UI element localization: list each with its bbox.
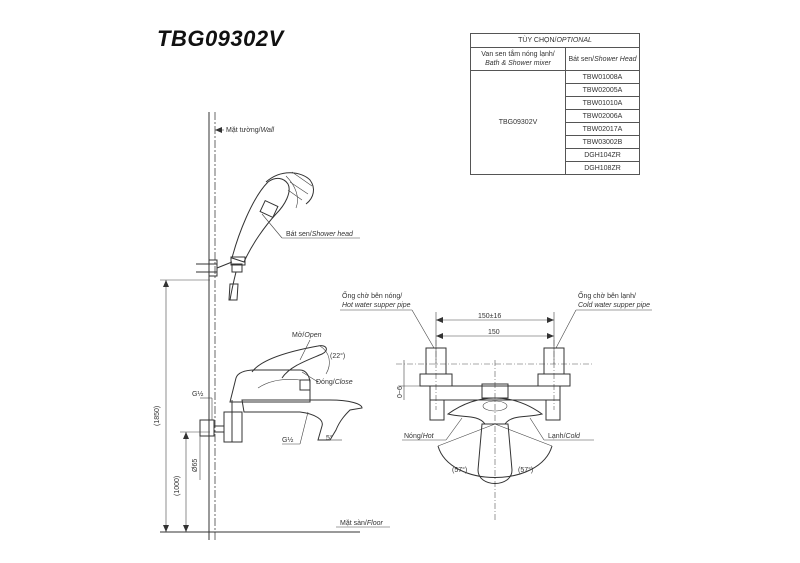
lever-cap <box>482 400 508 412</box>
col-mixer-en: Bath & Shower mixer <box>485 60 551 67</box>
table-row: TBG09302V TBW01008A <box>470 70 640 175</box>
table-row: DGH108ZR <box>471 161 640 175</box>
cold-leader-d <box>529 417 545 441</box>
angle-right-label: (57°) <box>518 466 533 474</box>
side-view: Mặt tường/Wall Bát sen/Shower head <box>154 112 390 540</box>
angle-left-label: (57°) <box>452 466 467 474</box>
hot-leader-d <box>445 417 463 441</box>
shower-head <box>230 171 314 266</box>
hot-pipe-label-vi: Ống chờ bên nóng/ <box>342 290 402 300</box>
arc-left-ray <box>437 423 496 447</box>
hot-pipe-leader-d <box>411 309 435 349</box>
shower-head-label: Bát sen/Shower head <box>286 231 354 238</box>
mixer-side <box>199 345 363 443</box>
model-title: TBG09302V <box>157 26 284 51</box>
floor-label: Mặt sàn/Floor <box>340 520 383 527</box>
table-header-en: OPTIONAL <box>556 37 592 44</box>
arc-right-ray <box>494 423 553 447</box>
mixer-body-front <box>429 385 561 401</box>
open-arc <box>319 345 330 375</box>
mixer-model-cell: TBG09302V <box>470 70 566 175</box>
head-leader <box>261 213 283 239</box>
open-label: Mở/Open <box>292 331 322 339</box>
col-head-vi: Bát sen/ <box>568 55 595 63</box>
cold-pipe-label-vi: Ống chờ bên lạnh/ <box>578 290 636 300</box>
close-leader <box>301 371 319 383</box>
holder-bracket <box>196 259 243 277</box>
thread-top-label: G½ <box>192 390 203 398</box>
thread-bottom-leader-v <box>299 411 309 445</box>
cold-stub <box>545 399 561 421</box>
hot-stub <box>429 399 445 421</box>
cold-pipe-label-en: Cold water supper pipe <box>578 302 650 309</box>
col-mixer-header: Van sen tắm nóng lạnh/Bath & Shower mixe… <box>470 47 566 71</box>
close-label: Đóng/Close <box>316 379 353 386</box>
optional-table: TÙY CHỌN/OPTIONAL Van sen tắm nóng lạnh/… <box>470 33 640 175</box>
lever-front <box>446 397 544 425</box>
dim-total-label: (1850) <box>154 406 161 426</box>
wall-arrow <box>215 127 222 133</box>
spout-front <box>477 423 513 484</box>
dim-offset-label: 0~6 <box>397 386 404 398</box>
cold-label: Lạnh/Cold <box>548 433 581 440</box>
hose-fitting <box>228 283 239 301</box>
open-leader <box>299 339 311 361</box>
angle-spout-label: 5° <box>326 434 333 442</box>
table-header-vi: TÙY CHỌN/ <box>518 37 557 44</box>
col-head-en: Shower Head <box>594 55 637 63</box>
col-mixer-vi: Van sen tắm nóng lạnh/ <box>481 51 555 58</box>
cold-pipe-leader-d <box>555 309 577 349</box>
hot-label: Nóng/Hot <box>404 433 435 440</box>
wall-label: Mặt tường/Wall <box>226 127 275 134</box>
hot-pipe-label-en: Hot water supper pipe <box>342 302 411 309</box>
front-view: Ống chờ bên nóng/ Hot water supper pipe … <box>340 290 652 520</box>
thread-bottom-label: G½ <box>282 436 293 444</box>
angle-open-label: (22°) <box>330 352 345 360</box>
dim-centers-tol-label: 150±16 <box>478 313 501 320</box>
cartridge-front <box>481 383 509 399</box>
hose <box>229 271 237 301</box>
dim-65-label: Ø65 <box>192 459 199 472</box>
dim-mixer-label: (1000) <box>174 476 181 496</box>
dim-centers-label: 150 <box>488 329 500 336</box>
rotation-arc <box>437 445 553 478</box>
table-cell: DGH108ZR <box>565 161 640 175</box>
